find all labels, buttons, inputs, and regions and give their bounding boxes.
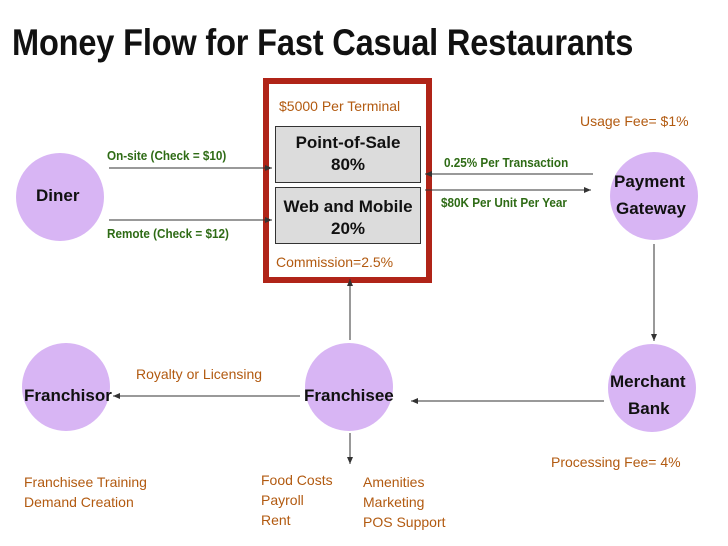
royalty-label: Royalty or Licensing [136,366,263,382]
onsite-label: On-site (Check = $10) [107,148,227,163]
per-unit-label: $80K Per Unit Per Year [441,195,567,210]
merchant-bank-label-1: Merchant [610,372,686,391]
franchisor-list: Franchisee Training Demand Creation [24,472,147,512]
point-of-sale-share: 80% [330,155,366,174]
franchisee-other-list: Amenities Marketing POS Support [363,472,446,532]
diner-node[interactable] [16,153,104,241]
terminal-price-label: $5000 Per Terminal [279,98,401,114]
franchisee-costs-list: Food Costs Payroll Rent [261,470,333,530]
remote-label: Remote (Check = $12) [107,226,229,241]
list-item: Franchisee Training [24,474,147,490]
usage-fee-label: Usage Fee= $1% [580,113,689,129]
merchant-bank-node[interactable] [608,344,696,432]
per-transaction-label: 0.25% Per Transaction [444,155,569,170]
franchisee-label: Franchisee [304,386,394,405]
list-item: Demand Creation [24,494,134,510]
point-of-sale-title: Point-of-Sale [295,133,401,152]
list-item: Amenities [363,474,425,490]
franchisor-label: Franchisor [24,386,112,405]
page-title: Money Flow for Fast Casual Restaurants [12,22,634,63]
list-item: Payroll [261,492,304,508]
payment-gateway-label-2: Gateway [616,199,686,218]
diner-label: Diner [36,186,80,205]
merchant-bank-label-2: Bank [628,399,670,418]
list-item: Rent [261,512,291,528]
list-item: Marketing [363,494,425,510]
web-mobile-box[interactable]: Web and Mobile 20% [275,187,421,244]
web-mobile-share: 20% [330,219,366,238]
processing-fee-label: Processing Fee= 4% [551,454,681,470]
point-of-sale-box[interactable]: Point-of-Sale 80% [275,126,421,183]
list-item: Food Costs [261,472,333,488]
payment-gateway-label-1: Payment [614,172,685,191]
web-mobile-title: Web and Mobile [283,197,413,216]
franchisee-node[interactable] [305,343,393,431]
list-item: POS Support [363,514,446,530]
franchisor-node[interactable] [22,343,110,431]
commission-label: Commission=2.5% [276,254,394,270]
payment-gateway-node[interactable] [610,152,698,240]
